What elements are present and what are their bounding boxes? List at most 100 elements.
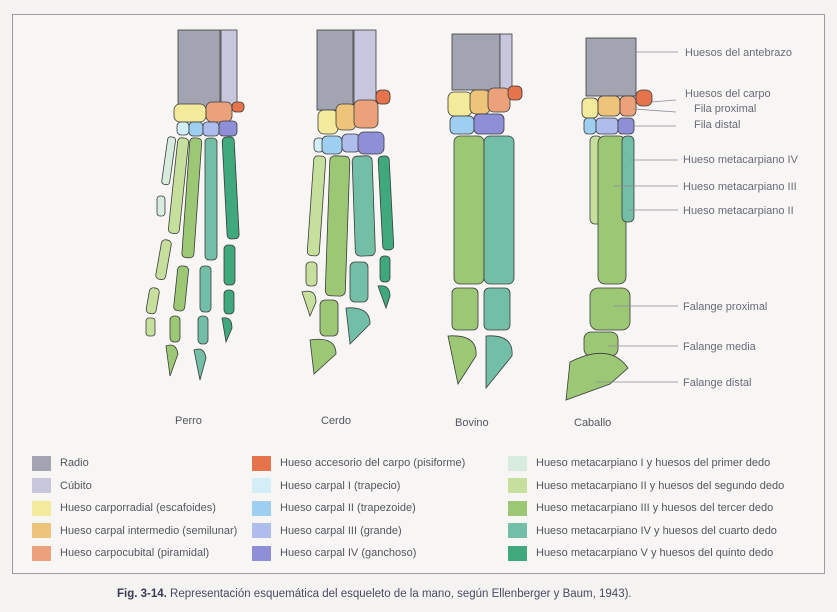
cattle-radial-carpal [447,91,473,117]
legend-swatch [252,523,271,539]
legend-item: Hueso metacarpiano V y huesos del quinto… [508,542,784,565]
legend-item: Hueso metacarpiano III y huesos del terc… [508,497,784,520]
label-proximal-row: Fila proximal [694,103,756,115]
legend-column-1: Radio Cúbito Hueso carporradial (escafoi… [32,452,237,565]
legend-label: Radio [60,457,89,470]
dog-metacarpal-ii [167,137,189,235]
legend-label: Hueso metacarpiano V y huesos del quinto… [536,547,774,560]
legend-item: Hueso carpal III (grande) [252,520,465,543]
horse-carpal-iv [617,117,635,135]
legend-label: Hueso carpal III (grande) [280,524,402,537]
pig-ulna [353,29,377,107]
pig-metacarpal-v [377,155,395,251]
figure-frame [12,14,825,574]
species-cattle: Bovino [455,417,489,429]
legend-column-2: Hueso accesorio del carpo (pisiforme) Hu… [252,452,465,565]
label-distal-phalanx: Falange distal [683,377,752,389]
legend-label: Hueso carpal I (trapecio) [280,479,401,492]
label-forearm: Huesos del antebrazo [685,47,792,59]
legend-column-3: Hueso metacarpiano I y huesos del primer… [508,452,784,565]
dog-ulna [220,29,238,111]
dog-carpal-iv [218,120,238,137]
color-legend: Radio Cúbito Hueso carporradial (escafoi… [32,452,822,572]
legend-label: Hueso metacarpiano II y huesos del segun… [536,479,785,492]
cattle-hand [447,33,523,390]
dog-metacarpal-v [221,136,240,240]
legend-item: Hueso metacarpiano I y huesos del primer… [508,452,784,475]
label-distal-row: Fila distal [694,119,740,131]
legend-item: Hueso carporradial (escafoides) [32,497,237,520]
pig-radial-carpal [317,109,339,135]
legend-swatch [252,500,271,516]
pig-metacarpal-ii [306,155,327,257]
horse-carpal-ii [583,117,597,135]
figure-number: Fig. 3-14. [117,588,167,600]
horse-distal-phalanx [565,352,629,401]
legend-item: Cúbito [32,475,237,498]
cattle-ulnar-carpal [487,87,511,113]
pig-intermediate-carpal [335,103,357,131]
legend-swatch [508,455,527,471]
legend-item: Hueso carpal IV (ganchoso) [252,542,465,565]
label-carpus: Huesos del carpo [685,88,771,100]
dog-metacarpal-iii [181,137,203,259]
pig-metacarpal-iv [351,155,376,257]
cattle-metacarpal-iii [453,135,485,285]
horse-carpal-iii [595,117,619,135]
label-proximal-phalanx: Falange proximal [683,301,767,313]
dog-metacarpal-iv [204,137,218,261]
horse-radial-carpal [581,97,599,119]
pig-carpal-ii [321,135,343,155]
legend-label: Hueso carpocubital (piramidal) [60,547,210,560]
legend-swatch [508,545,527,561]
legend-label: Cúbito [60,479,92,492]
legend-item: Hueso carpal II (trapezoide) [252,497,465,520]
dog-carpal-ii [188,121,204,137]
horse-radius [585,37,637,97]
dog-carpal-iii [202,121,220,137]
legend-item: Hueso accesorio del carpo (pisiforme) [252,452,465,475]
legend-swatch [32,545,51,561]
legend-label: Hueso metacarpiano III y huesos del terc… [536,502,774,515]
pig-carpal-iv [357,131,385,155]
pig-ulnar-carpal [353,99,379,129]
horse-proximal-phalanx [589,287,631,331]
pig-radius [316,29,354,111]
legend-swatch [508,500,527,516]
horse-hand [565,37,653,401]
caption-text: Representación esquemática del esqueleto… [166,588,632,600]
cattle-accessory-carpal [507,85,523,101]
legend-swatch [252,478,271,494]
cattle-metacarpal-iv [483,135,515,285]
pig-hand [301,29,395,375]
legend-swatch [32,523,51,539]
legend-swatch [508,523,527,539]
dog-radius [177,29,221,109]
legend-swatch [252,545,271,561]
horse-middle-phalanx [583,331,619,357]
dog-ulnar-carpal [205,101,233,123]
horse-accessory-carpal [635,89,653,107]
dog-accessory-carpal [231,101,245,113]
legend-item: Hueso metacarpiano II y huesos del segun… [508,475,784,498]
dog-radial-carpal [173,103,207,123]
legend-label: Hueso carporradial (escafoides) [60,502,216,515]
legend-label: Hueso metacarpiano I y huesos del primer… [536,457,771,470]
legend-item: Hueso metacarpiano IV y huesos del cuart… [508,520,784,543]
dog-metacarpal-i [161,136,176,186]
species-dog: Perro [175,415,202,427]
horse-ulnar-carpal [619,95,637,117]
horse-metacarpal-iv [621,135,635,223]
legend-swatch [32,500,51,516]
legend-swatch [32,478,51,494]
dog-digit-i [156,195,166,217]
legend-swatch [252,455,271,471]
legend-swatch [32,455,51,471]
cattle-intermediate-carpal [469,89,491,115]
legend-item: Hueso carpocubital (piramidal) [32,542,237,565]
legend-item: Hueso carpal intermedio (semilunar) [32,520,237,543]
cattle-carpal-ii-iii [449,115,475,135]
hand-skeleton-diagram: Huesos del antebrazo Huesos del carpo Fi… [145,29,799,429]
leader-lines [596,51,678,383]
legend-item: Hueso carpal I (trapecio) [252,475,465,498]
